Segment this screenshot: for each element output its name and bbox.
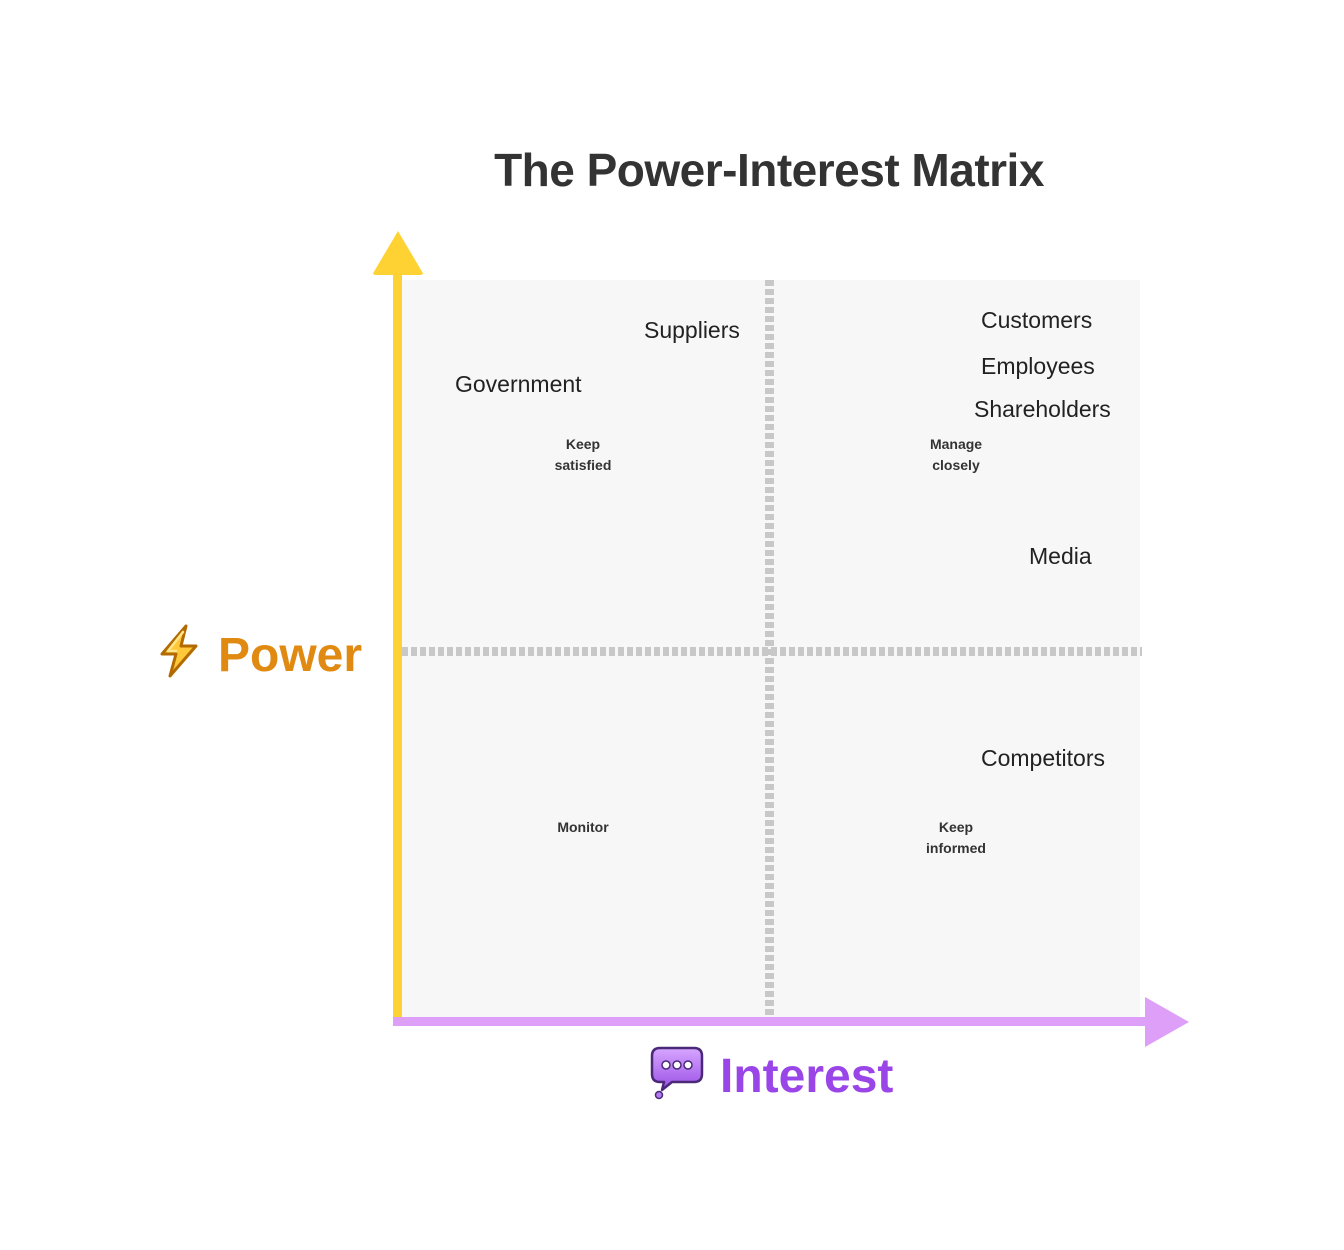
stakeholder-suppliers: Suppliers (644, 317, 740, 343)
interest-axis-label: Interest (650, 1044, 893, 1109)
diagram-title: The Power-Interest Matrix (494, 144, 1044, 196)
strategy-line: Monitor (557, 819, 609, 835)
stakeholder-customers: Customers (981, 307, 1093, 333)
strategy-line: satisfied (554, 457, 612, 473)
lightning-icon (156, 624, 202, 687)
stakeholder-media: Media (1029, 543, 1092, 569)
power-axis-text: Power (218, 628, 363, 682)
strategy-line: Manage (929, 436, 983, 452)
strategy-line: informed (926, 840, 986, 856)
interest-axis-text: Interest (720, 1049, 894, 1103)
strategy-keep-satisfied: Keep satisfied (533, 434, 633, 476)
strategy-line: closely (932, 457, 980, 473)
interest-axis-arrowhead (1145, 997, 1189, 1047)
strategy-line: Keep (938, 819, 974, 835)
power-axis-arrowhead (372, 231, 424, 275)
strategy-manage-closely: Manage closely (906, 434, 1006, 476)
thought-bubble-icon (650, 1044, 704, 1109)
stakeholder-employees: Employees (981, 353, 1095, 379)
horizontal-divider (402, 647, 1142, 656)
stakeholder-shareholders: Shareholders (974, 396, 1111, 422)
stakeholder-government: Government (455, 371, 582, 397)
power-axis-line (393, 266, 402, 1026)
diagram-title-container: The Power-Interest Matrix (400, 143, 1138, 197)
strategy-monitor: Monitor (533, 817, 633, 838)
power-axis-label: Power (156, 624, 362, 687)
interest-axis-line (393, 1017, 1153, 1026)
strategy-keep-informed: Keep informed (906, 817, 1006, 859)
strategy-line: Keep (565, 436, 601, 452)
stakeholder-competitors: Competitors (981, 745, 1105, 771)
